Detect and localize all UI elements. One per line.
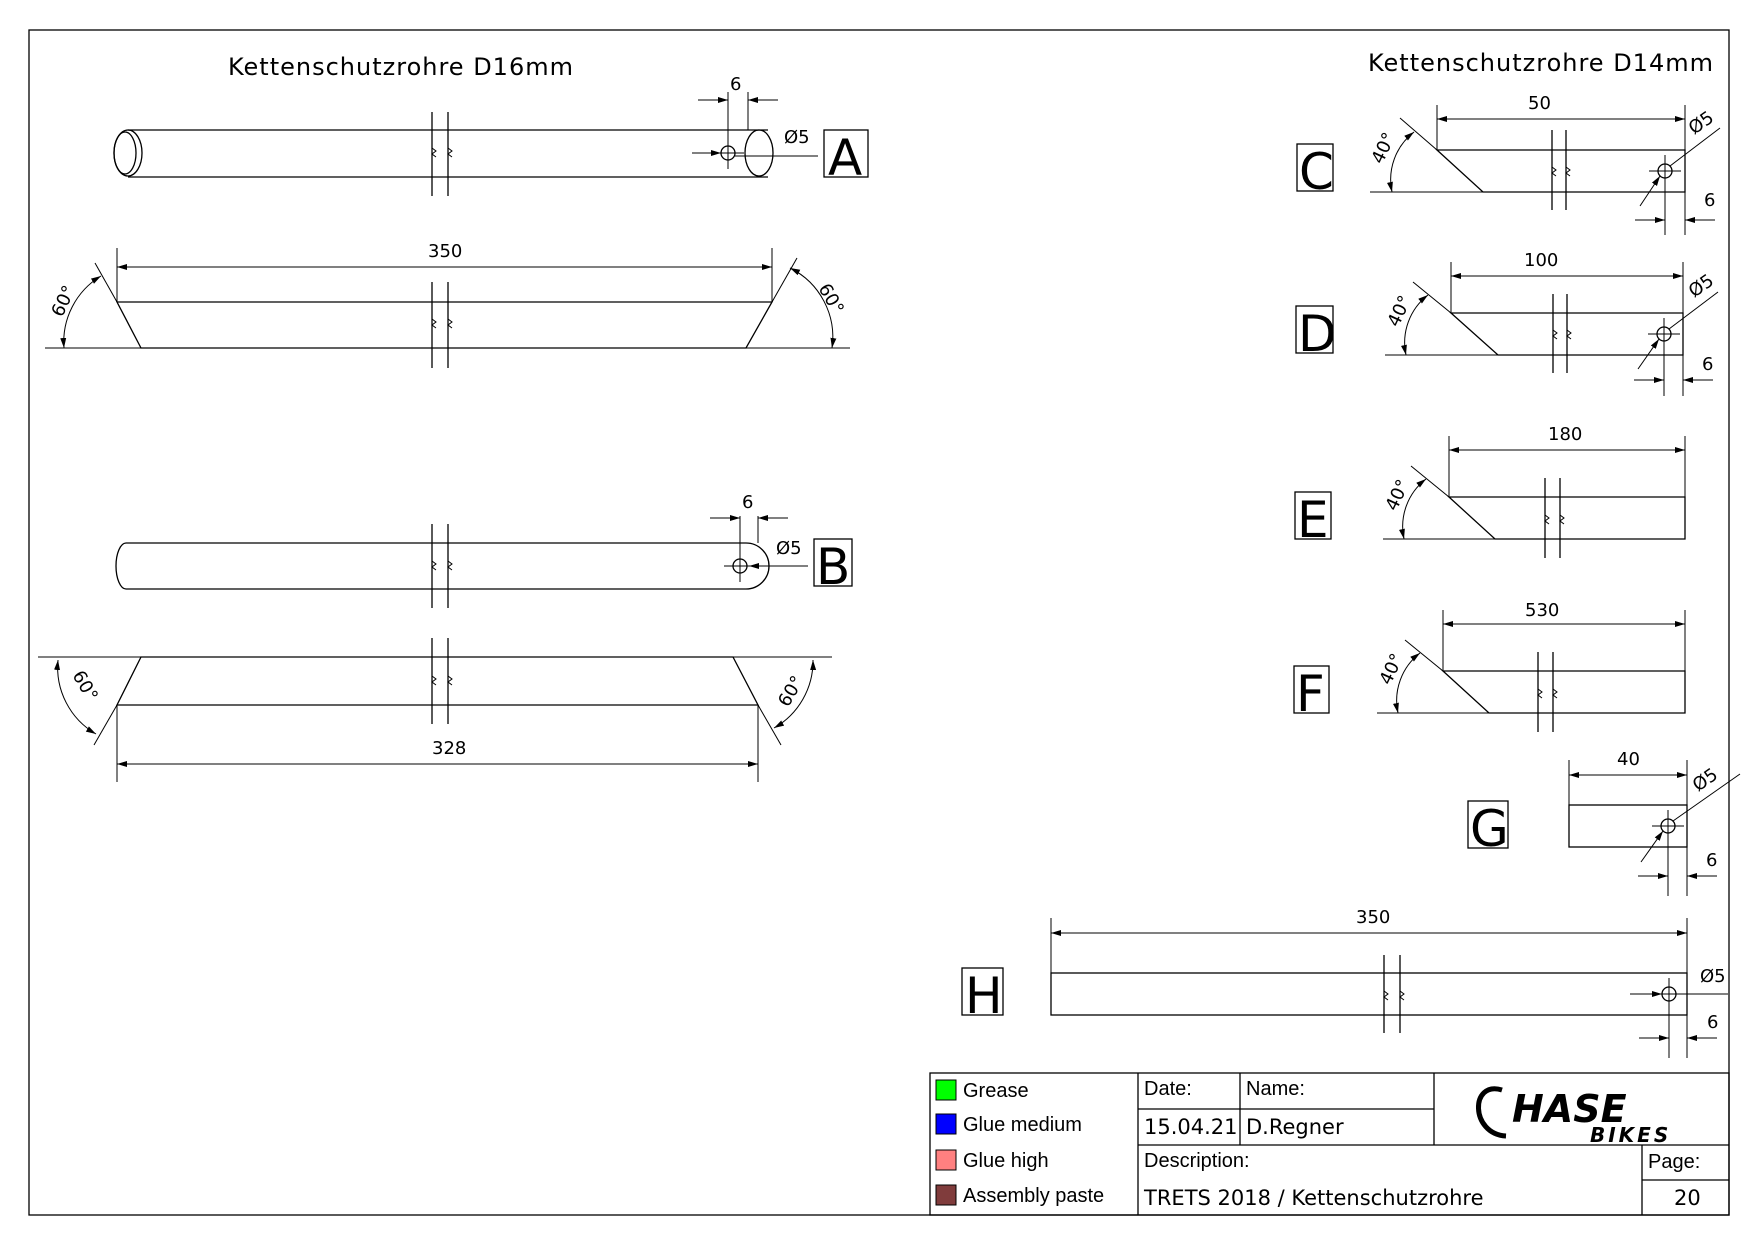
part-e-label-box — [1294, 491, 1332, 540]
part-f-angle: 40° — [1375, 650, 1408, 688]
part-e-length: 180 — [1548, 424, 1582, 445]
part-b-hole-offset: 6 — [742, 492, 753, 513]
part-a-angle-right: 60° — [814, 280, 848, 318]
legend-glue-high: Glue high — [963, 1150, 1049, 1172]
name-label: Name: — [1246, 1078, 1305, 1100]
part-b-angle-right: 60° — [774, 672, 808, 710]
part-b-angle-left: 60° — [68, 667, 102, 705]
part-g-hole-diameter: Ø5 — [1689, 764, 1722, 796]
part-d-hole-diameter: Ø5 — [1685, 270, 1718, 302]
part-c-label-box — [1296, 143, 1334, 192]
part-b-side-view: 328 60° 60° — [38, 638, 832, 782]
part-a-total-length: 350 — [428, 241, 462, 262]
part-e-angle: 40° — [1381, 476, 1414, 514]
part-a-hole-offset: 6 — [730, 74, 741, 95]
part-c-hole-diameter: Ø5 — [1685, 107, 1718, 139]
legend-swatch-glue-medium — [935, 1113, 957, 1135]
part-h-hole-offset: 6 — [1707, 1012, 1718, 1033]
part-d-length: 100 — [1524, 250, 1558, 271]
part-c-hole-offset: 6 — [1704, 190, 1715, 211]
legend-assembly-paste: Assembly paste — [963, 1185, 1104, 1207]
part-d-hole-offset: 6 — [1702, 354, 1713, 375]
part-g-view: 6 40 Ø5 — [1568, 749, 1741, 896]
part-c-label: C — [1299, 143, 1334, 201]
part-h-hole-diameter: Ø5 — [1700, 966, 1726, 987]
part-f-label-box — [1293, 665, 1330, 714]
svg-text:BIKES: BIKES — [1590, 1123, 1671, 1147]
part-e-view: 180 40° — [1381, 424, 1686, 558]
part-e-label: E — [1297, 491, 1329, 549]
part-c-view: 6 Ø5 50 40° — [1367, 93, 1721, 235]
part-b-top-view: 6 Ø5 — [115, 492, 808, 608]
part-a-hole-diameter: Ø5 — [784, 127, 810, 148]
part-c-length: 50 — [1528, 93, 1551, 114]
legend-swatch-assembly-paste — [935, 1184, 957, 1206]
part-b-hole-diameter: Ø5 — [776, 538, 802, 559]
part-h-length: 350 — [1356, 907, 1390, 928]
description-value: TRETS 2018 / Kettenschutzrohre — [1143, 1186, 1484, 1210]
part-a-side-view: 350 60° 60° — [45, 241, 850, 368]
part-b-label: B — [816, 538, 850, 596]
svg-text:HASE: HASE — [1512, 1087, 1627, 1131]
part-h-view: 6 Ø5 350 — [1050, 907, 1728, 1058]
part-g-length: 40 — [1617, 749, 1640, 770]
name-value: D.Regner — [1246, 1115, 1344, 1139]
page-label: Page: — [1648, 1151, 1700, 1173]
part-g-label-box — [1467, 800, 1509, 849]
part-a-top-view: 6 Ø5 — [113, 74, 818, 196]
hase-bikes-logo: HASE BIKES — [1476, 1086, 1671, 1147]
part-g-hole-offset: 6 — [1706, 850, 1717, 871]
legend-glue-medium: Glue medium — [963, 1114, 1082, 1136]
legend-swatch-grease — [935, 1079, 957, 1101]
description-label: Description: — [1144, 1150, 1250, 1172]
part-b-total-length: 328 — [432, 738, 466, 759]
part-a-angle-left: 60° — [47, 282, 80, 320]
date-label: Date: — [1144, 1078, 1192, 1100]
title-block: Grease Glue medium Glue high Assembly pa… — [929, 1072, 1730, 1216]
title-right: Kettenschutzrohre D14mm — [1368, 49, 1714, 77]
page-number: 20 — [1674, 1186, 1701, 1210]
part-d-angle: 40° — [1383, 292, 1416, 330]
part-c-angle: 40° — [1367, 129, 1400, 167]
part-a-label-box — [823, 129, 869, 178]
part-b-label-box — [813, 538, 853, 587]
part-h-label-box — [961, 967, 1004, 1016]
part-f-view: 530 40° — [1375, 600, 1686, 732]
legend-swatch-glue-high — [935, 1149, 957, 1171]
part-f-length: 530 — [1525, 600, 1559, 621]
part-g-label: G — [1470, 800, 1509, 858]
part-a-label: A — [828, 129, 862, 187]
part-f-label: F — [1296, 665, 1325, 723]
part-d-view: 6 Ø5 100 40° — [1383, 250, 1719, 396]
sheet-border — [28, 29, 1730, 1216]
part-d-label-box — [1295, 305, 1334, 354]
title-left: Kettenschutzrohre D16mm — [228, 53, 574, 81]
legend-grease: Grease — [963, 1080, 1029, 1102]
part-d-label: D — [1298, 305, 1337, 363]
date-value: 15.04.21 — [1144, 1115, 1238, 1139]
part-h-label: H — [965, 967, 1003, 1025]
